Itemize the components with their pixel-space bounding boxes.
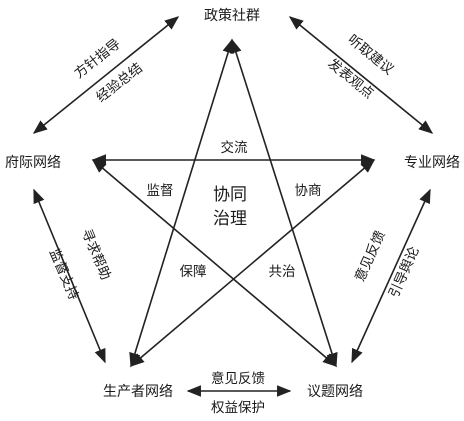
edge-label-bottom-b: 权益保护 [211,399,265,416]
edge-label-right-bottom-b: 引导舆论 [386,244,423,300]
inner-label-co-govern: 共治 [269,264,296,280]
outer-arrow-top-right [288,16,434,134]
star-line-right-to-bottom-left [129,159,376,367]
edge-label-right-bottom-a: 意见反馈 [351,228,388,284]
edge-label-bottom-a: 意见反馈 [211,370,265,387]
edge-label-top-left-b: 经验总结 [93,60,145,106]
outer-arrow-top-left [32,16,180,134]
center-label-line-1: 协同 [213,185,247,205]
node-bottom-right: 议题网络 [307,384,363,400]
outer-arrow-right-bottom [351,188,431,364]
node-left: 府际网络 [5,155,61,171]
inner-label-guarantee: 保障 [180,264,207,280]
node-right: 专业网络 [404,155,460,171]
center-label-line-2: 治理 [213,209,247,229]
edge-label-left-bottom-b: 监督支持 [46,246,82,302]
edge-label-left-bottom-a: 寻求帮助 [78,226,114,282]
node-bottom-left: 生产者网络 [103,384,173,400]
inner-label-exchange: 交流 [221,139,248,156]
inner-label-negotiate: 协商 [295,183,322,199]
star-line-top-to-bottom-right [230,38,338,368]
inner-label-supervise: 监督 [147,183,174,199]
outer-arrow-left-bottom [33,188,106,364]
node-top: 政策社群 [204,7,260,24]
